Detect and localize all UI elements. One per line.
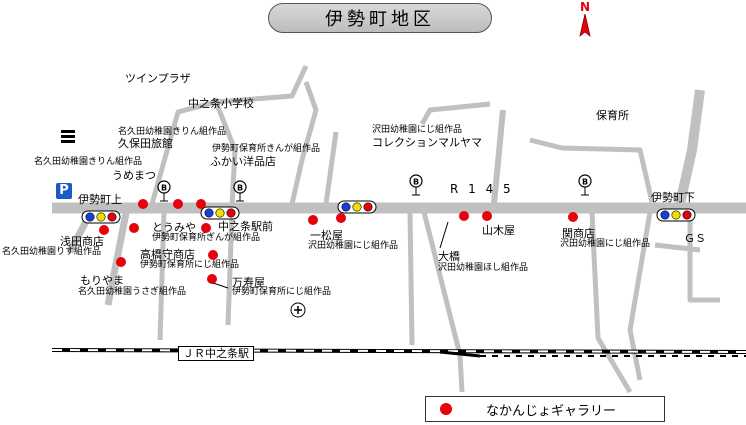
gallery-name: 久保田旅館 — [118, 137, 173, 150]
landmark-nursery: 保育所 — [596, 109, 629, 122]
landmark-ise-shimo: 伊勢町下 — [651, 191, 695, 204]
parking-icon: P — [56, 183, 72, 199]
road-school — [215, 64, 309, 105]
gallery-name: 大橋 — [438, 250, 460, 263]
gallery-marker — [173, 199, 183, 209]
gallery-marker — [208, 250, 218, 260]
gallery-note: 沢田幼稚園にじ組作品 — [372, 125, 463, 135]
crossing-icon — [61, 130, 75, 143]
gallery-note: 伊勢町保育所きんが組作品 — [212, 144, 321, 154]
road-ne-2 — [491, 109, 506, 205]
road-south-2 — [157, 211, 167, 341]
legend: なかんじょギャラリー — [425, 396, 665, 422]
road-sw — [104, 207, 131, 306]
gallery-marker — [459, 211, 469, 221]
traffic-signals — [81, 200, 696, 224]
gallery-note: 伊勢町保育所ぎんが組作品 — [152, 233, 261, 243]
gallery-name: 高橋守商店 — [140, 248, 195, 261]
traffic-signal-icon — [656, 208, 696, 222]
gallery-note: 名久田幼稚園うさぎ組作品 — [78, 287, 187, 297]
legend-marker — [440, 403, 452, 415]
bus-stop-icon: B — [409, 174, 423, 196]
landmark-gs: ＧＳ — [684, 232, 706, 245]
svg-text:B: B — [582, 178, 588, 187]
gallery-name: 浅田商店 — [60, 235, 104, 248]
road-north-2 — [323, 131, 339, 205]
road-network — [52, 64, 746, 394]
svg-text:B: B — [413, 178, 419, 187]
station-label: ＪＲ中之条駅 — [178, 346, 254, 361]
gallery-note: 名久田幼稚園りす組作品 — [2, 247, 102, 257]
bus-stops: B B B B — [157, 174, 592, 202]
north-arrow-icon: N — [579, 0, 591, 38]
hospital-icon — [290, 302, 306, 318]
road-north — [289, 81, 319, 205]
gallery-note: 伊勢町保育所にじ組作品 — [140, 260, 240, 270]
traffic-signal-icon — [337, 200, 377, 214]
road-south-5 — [589, 211, 633, 394]
railway — [51, 348, 746, 358]
traffic-signal-icon — [200, 206, 240, 220]
rail-dash — [51, 349, 746, 353]
gallery-note: 伊勢町保育所にじ組作品 — [232, 287, 332, 297]
gallery-name: 万寿屋 — [232, 276, 265, 289]
gallery-name: 関商店 — [562, 227, 595, 240]
svg-text:B: B — [161, 184, 167, 193]
landmark-twin-plaza: ツインプラザ — [125, 72, 191, 85]
gallery-name: ふかい洋品店 — [210, 155, 276, 168]
gallery-marker — [482, 211, 492, 221]
gallery-marker — [207, 274, 217, 284]
gallery-marker — [201, 223, 211, 233]
gallery-marker — [116, 257, 126, 267]
gallery-name: コレクションマルヤマ — [372, 136, 482, 149]
gallery-markers — [99, 199, 578, 284]
svg-text:B: B — [237, 184, 243, 193]
route-label: R 1 4 5 — [450, 182, 514, 196]
legend-label: なかんじょギャラリー — [486, 403, 617, 419]
gallery-name: 山木屋 — [482, 224, 515, 237]
gallery-name: 中之条駅前 — [218, 220, 273, 233]
north-label: N — [580, 0, 590, 14]
bus-stop-icon: B — [578, 174, 592, 196]
road-south-1 — [225, 211, 235, 326]
gallery-name: とうみや — [152, 221, 196, 234]
gallery-note: 沢田幼稚園にじ組作品 — [308, 241, 399, 251]
gallery-marker — [336, 213, 346, 223]
landmark-school: 中之条小学校 — [188, 97, 254, 110]
map-title: 伊勢町地区 — [268, 3, 492, 33]
gallery-marker — [99, 225, 109, 235]
gallery-marker — [568, 212, 578, 222]
gallery-marker — [129, 223, 139, 233]
road-east — [675, 89, 705, 206]
road-ne — [419, 101, 491, 126]
gallery-name: うめまつ — [112, 169, 156, 182]
gallery-note: 沢田幼稚園ほし組作品 — [438, 263, 529, 273]
rail-siding — [439, 350, 481, 358]
landmark-ise-kami: 伊勢町上 — [78, 193, 122, 206]
gallery-name: 一松屋 — [310, 229, 343, 242]
bus-stop-icon: B — [233, 180, 247, 202]
gallery-marker — [308, 215, 318, 225]
gallery-marker — [138, 199, 148, 209]
road-south-6 — [627, 211, 653, 381]
road-gs — [654, 242, 701, 253]
bus-stop-icon: B — [157, 180, 171, 202]
leader-line — [439, 221, 449, 249]
road-south-3 — [407, 211, 415, 346]
gallery-marker — [196, 199, 206, 209]
traffic-signal-icon — [81, 210, 121, 224]
road-east-south — [687, 220, 720, 303]
road-nursery — [529, 137, 655, 203]
leader-line — [212, 282, 229, 289]
gallery-note: 名久田幼稚園きりん組作品 — [118, 127, 227, 137]
gallery-note: 沢田幼稚園にじ組作品 — [560, 239, 651, 249]
gallery-note: 名久田幼稚園きりん組作品 — [34, 157, 143, 167]
gallery-name: もりやま — [80, 274, 124, 287]
